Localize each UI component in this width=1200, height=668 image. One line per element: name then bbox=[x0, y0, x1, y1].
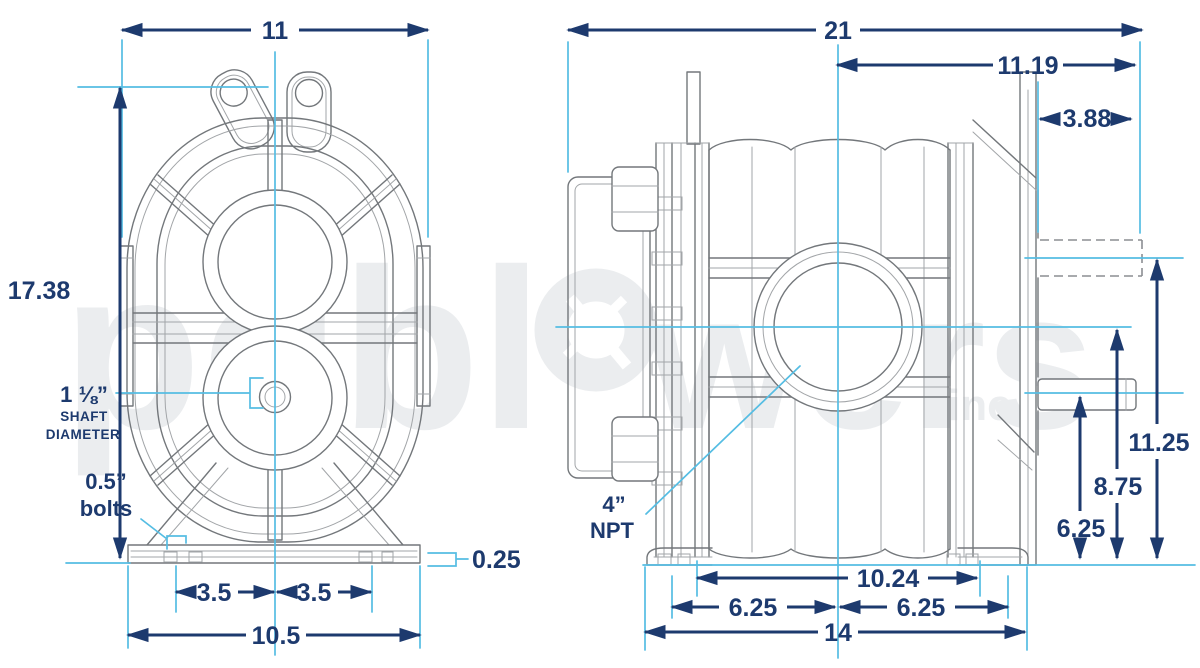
side-view-dimensions: 21 11.19 3.88 4” NPT 11.25 8.75 6.25 10.… bbox=[566, 17, 1190, 647]
dim-port-center-height: 8.75 bbox=[1094, 473, 1143, 501]
dim-bolt-spacing-left: 3.5 bbox=[197, 579, 232, 607]
dim-shaft-label-1: SHAFT bbox=[60, 409, 108, 424]
dim-height: 17.38 bbox=[8, 277, 71, 305]
right-flange-stack bbox=[947, 71, 1039, 566]
side-view-guides bbox=[555, 41, 1196, 659]
watermark-suffix: inc bbox=[948, 381, 1012, 430]
front-view-geometry bbox=[119, 69, 431, 564]
lifting-lug-left bbox=[210, 69, 275, 150]
lifting-lug-right bbox=[286, 71, 332, 153]
dim-shaft-label-2: DIAMETER bbox=[46, 427, 121, 442]
side-tab-right bbox=[416, 245, 431, 407]
pedestal bbox=[146, 462, 404, 546]
base-plate bbox=[127, 544, 421, 564]
dim-mount-hole-span: 10.24 bbox=[857, 565, 920, 593]
dim-shaft-extension: 3.88 bbox=[1063, 105, 1112, 133]
dim-width: 11 bbox=[262, 17, 289, 45]
dim-bolt-word: bolts bbox=[80, 496, 133, 521]
dim-bolt-size: 0.5” bbox=[85, 469, 127, 494]
dim-base-width: 10.5 bbox=[252, 622, 301, 650]
dim-overall-length: 21 bbox=[824, 17, 852, 45]
front-view-dimensions: 11 17.38 1 ⅛” SHAFT DIAMETER 0.5” bolts … bbox=[8, 17, 521, 650]
dim-port-size: 4” bbox=[602, 492, 625, 517]
dim-mount-right: 6.25 bbox=[897, 594, 946, 622]
dim-center-to-shaft-end: 11.19 bbox=[997, 52, 1058, 80]
dim-drive-shaft-height: 6.25 bbox=[1057, 515, 1106, 543]
bolt-blocks bbox=[611, 166, 659, 482]
dim-base-plate-thickness: 0.25 bbox=[472, 546, 521, 574]
dim-top-shaft-height: 11.25 bbox=[1128, 429, 1189, 457]
watermark-swoosh-cut bbox=[565, 294, 632, 370]
dim-shaft-diameter-value: 1 ⅛” bbox=[60, 382, 108, 407]
drive-shaft bbox=[1037, 378, 1137, 411]
watermark-swoosh-icon bbox=[534, 268, 658, 392]
dim-base-length: 14 bbox=[824, 619, 852, 647]
mounting-feet bbox=[646, 547, 1029, 566]
dim-mount-left: 6.25 bbox=[729, 594, 778, 622]
dim-bolt-spacing-right: 3.5 bbox=[297, 579, 332, 607]
dim-port-thread: NPT bbox=[590, 518, 635, 543]
